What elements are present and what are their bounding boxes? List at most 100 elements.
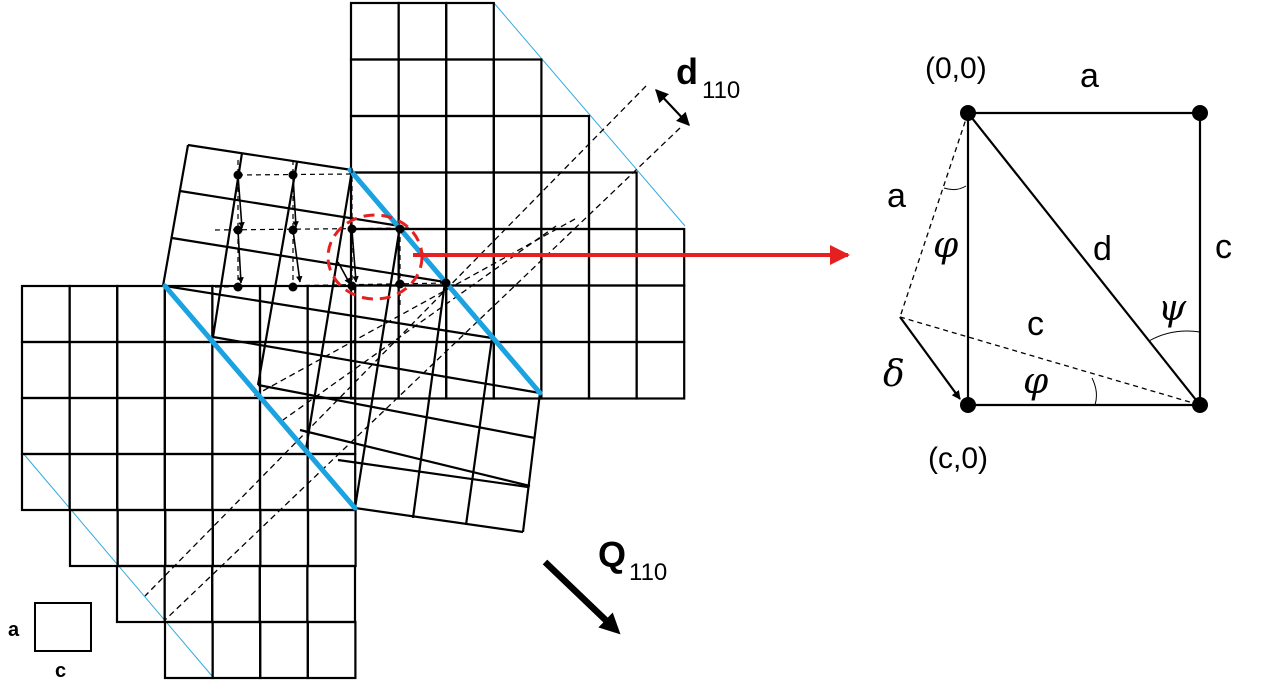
d110-subscript: 110 (702, 77, 740, 104)
lattice-line (337, 458, 529, 489)
lattice-cell (587, 171, 638, 231)
lattice-points (960, 105, 1208, 413)
lattice-cell (68, 284, 119, 344)
lattice-cell (540, 284, 591, 344)
left-dashed-label: a (887, 177, 906, 215)
lattice-line (354, 506, 524, 534)
lattice-cell (492, 171, 543, 231)
lattice-cell (116, 340, 166, 400)
lattice-cell (540, 171, 591, 231)
lattice-cell (587, 284, 638, 344)
lattice-line (211, 152, 244, 338)
lattice-cell (492, 227, 543, 287)
lattice-cell (306, 396, 357, 456)
lattice-cell (116, 508, 167, 568)
lattice-cell (306, 508, 357, 568)
lattice-line (521, 392, 542, 533)
lattice-cell (635, 227, 686, 287)
delta-symbol: δ (883, 354, 905, 395)
lattice-line (256, 161, 299, 386)
lattice-cell (259, 508, 310, 568)
lattice-cell (163, 340, 214, 400)
lattice-cell (397, 58, 448, 118)
lattice-cell (445, 227, 495, 287)
unit-cell-geometry: (0,0) (c,0) a c d a c φ φ ψ δ (883, 52, 1232, 475)
lattice-cell (540, 340, 591, 400)
unit-cell-legend (34, 602, 92, 652)
lattice-cell (587, 340, 638, 400)
lattice-cell (211, 564, 261, 624)
lattice-cell (164, 508, 214, 568)
lattice-cell (540, 227, 591, 287)
legend-a-label: a (8, 619, 20, 641)
dashed-plane-lines (144, 85, 681, 621)
right-edge-label: c (1215, 228, 1232, 266)
q110-arrow (542, 559, 621, 635)
lattice-cell (397, 114, 448, 174)
lattice-cell (211, 452, 262, 512)
lattice-cell (163, 396, 214, 456)
lattice-cell (163, 452, 214, 512)
lattice-cell (540, 114, 591, 174)
corner-top-left-label: (0,0) (925, 52, 987, 85)
lattice-cell (445, 114, 495, 174)
lattice-cell (587, 227, 638, 287)
lattice-cell (349, 1, 400, 61)
diagonal-label: d (1093, 230, 1112, 268)
phi-top-symbol: φ (933, 225, 959, 266)
lattice-line (179, 189, 401, 228)
psi-symbol: ψ (1158, 288, 1187, 329)
twinned-lattice-grid (161, 143, 542, 534)
lattice-cell (258, 564, 309, 624)
bottom-dashed-label: c (1027, 305, 1044, 343)
lattice-cell (635, 340, 686, 400)
lattice-cell (445, 1, 495, 61)
lattice-cell (259, 620, 309, 680)
lattice-cell (492, 58, 543, 118)
lattice-cell (115, 564, 166, 624)
lattice-cell (445, 171, 495, 231)
lattice-cell (492, 114, 543, 174)
lattice-cell (116, 396, 166, 456)
lattice-cell (20, 340, 71, 400)
d110-label: d (676, 51, 698, 92)
lattice-cell (68, 396, 119, 456)
top-edge-label: a (1080, 57, 1099, 95)
legend-c-label: c (55, 660, 66, 681)
atom-displacement-grid (214, 160, 451, 305)
corner-bottom-left-label: (c,0) (928, 442, 988, 475)
lattice-line (187, 143, 353, 172)
d110-arrow (655, 89, 690, 126)
lattice-cell (211, 620, 262, 680)
lattice-line (299, 428, 531, 488)
lattice-cell (163, 620, 214, 680)
lattice-cell (20, 284, 71, 344)
lattice-line (161, 144, 190, 287)
lattice-line (303, 169, 354, 456)
phi-bottom-symbol: φ (1023, 361, 1049, 402)
lattice-cell (68, 452, 119, 512)
lattice-cell (211, 508, 262, 568)
lattice-line (353, 225, 402, 509)
lattice-line (411, 281, 447, 519)
lattice-cell (20, 396, 71, 456)
lattice-cell (349, 114, 400, 174)
lattice-line (257, 383, 536, 440)
lattice-cell (397, 171, 448, 231)
lattice-cell (492, 284, 543, 344)
q110-label: Q (598, 534, 626, 575)
lattice-cell (635, 284, 686, 344)
lattice-cell (306, 620, 357, 680)
lattice-cell (397, 1, 448, 61)
lattice-line (464, 337, 494, 526)
lattice-cell (349, 284, 400, 344)
lattice-cell (116, 452, 166, 512)
lattice-cell (349, 58, 400, 118)
q110-subscript: 110 (629, 559, 667, 586)
lattice-cell (68, 340, 119, 400)
lattice-cell (306, 564, 357, 624)
lattice-cell (211, 396, 262, 456)
lattice-cell (445, 58, 495, 118)
envelope-lines (21, 2, 686, 677)
